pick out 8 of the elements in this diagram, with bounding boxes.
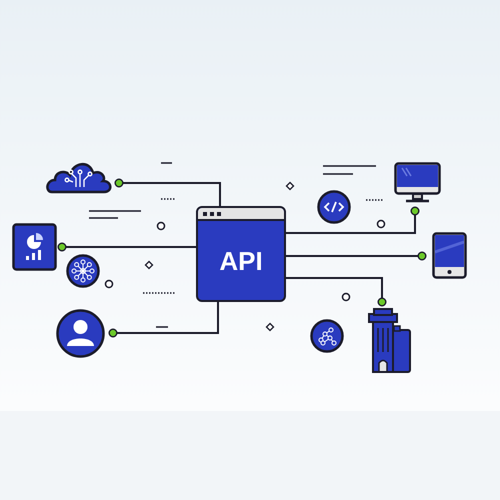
connector-line [58, 242, 196, 252]
api-window [196, 206, 286, 302]
connector-line [108, 302, 219, 338]
connector-line [286, 206, 420, 234]
api-label: API [219, 248, 263, 274]
connector-line [114, 178, 221, 206]
connector-line [286, 252, 426, 260]
connector-line [286, 277, 386, 306]
